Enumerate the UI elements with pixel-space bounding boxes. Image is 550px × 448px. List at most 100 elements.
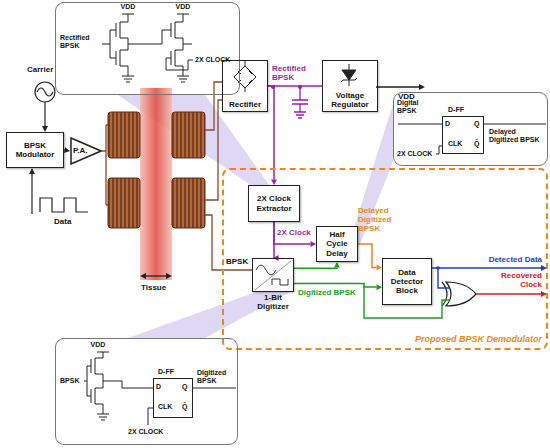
carrier-source: [37, 88, 53, 96]
block-label: BPSK Modulator: [9, 141, 61, 159]
connector: [268, 86, 277, 185]
arrow-head: [29, 168, 35, 174]
rectifier-box: Rectifier: [222, 60, 268, 112]
coil-wire: [205, 82, 252, 270]
connector: [268, 86, 322, 87]
connector-line: [268, 85, 322, 87]
connector: [273, 222, 279, 261]
tissue-arrow: [144, 275, 168, 276]
connector-line: [294, 267, 337, 269]
annotation-label: Carrier: [27, 65, 53, 74]
inset-text: Proposed BPSK Demodulator: [380, 334, 542, 344]
connector-line: [294, 284, 377, 288]
annotation-label: VDD: [398, 92, 415, 101]
transistor-schematic: [95, 352, 109, 420]
carrier-source: [40, 198, 88, 212]
inset-panel: Digital BPSK Delayed Digitized BPSK 2X CLO…: [393, 92, 548, 166]
process-box: BPSK Modulator: [6, 132, 64, 168]
coil-plate: [172, 178, 205, 228]
arrow-head: [64, 147, 70, 153]
inset-text: CLK: [448, 140, 462, 148]
transistor-schematic: [128, 23, 193, 70]
transistor-schematic: [120, 14, 134, 82]
inset-ground: [55, 2, 240, 95]
inset-text: Q̄: [182, 403, 187, 411]
block-label: Data Detector Block: [385, 268, 429, 296]
inset-text: VDD: [173, 3, 193, 11]
capacitor-symbol: [292, 87, 308, 118]
inset-text: 2X CLOCK: [128, 428, 168, 436]
bridge-symbol: [238, 60, 252, 92]
vdd-wire: [376, 86, 420, 88]
arrow-head: [29, 84, 425, 279]
amplifier-triangle: P.A.: [70, 137, 102, 165]
edge-label: Delayed Digitized BPSK: [358, 206, 406, 234]
transistor-schematic: [84, 359, 91, 403]
inset-text: Q: [182, 383, 187, 391]
connector: [358, 244, 382, 270]
connector-line: [358, 244, 377, 267]
tissue: [140, 88, 172, 280]
coil-wire: [102, 125, 108, 205]
inset-text: VDD: [118, 3, 138, 11]
inset-text: 2X CLOCK: [397, 150, 437, 158]
flip-flop-box: D-FFDCLKQQ̄: [442, 116, 484, 154]
inset-text: BPSK: [60, 377, 82, 385]
regulator-box: Voltage Regulator: [322, 60, 378, 112]
inset-text: Delayed Digitized BPSK: [489, 128, 545, 144]
carrier-source: [44, 102, 45, 127]
digitizer-box: 1-Bit Digitizer: [252, 258, 294, 292]
zener-symbol: [341, 64, 357, 86]
inset-panel: VDD BPSK Digitized BPSK 2X CLOCK D-FF D CLK Q Q̄: [55, 338, 238, 445]
process-box: Data Detector Block: [382, 258, 432, 305]
coil-plate: [172, 112, 205, 158]
annotation-label: BPSK: [226, 257, 248, 266]
process-box: 2X Clock Extractor: [248, 185, 300, 222]
vdd-wire: [376, 86, 420, 88]
inset-text: D: [445, 120, 450, 128]
process-box: Half Cycle Delay: [316, 226, 358, 262]
edge-label: Rectified BPSK: [272, 64, 318, 82]
amplifier-outline: [71, 138, 101, 164]
coil-plate: [108, 112, 205, 228]
zener-symbol: [341, 64, 357, 86]
digitizer-symbol: [255, 261, 291, 290]
inset-text: Rectified BPSK: [60, 34, 100, 50]
connector: [64, 147, 70, 153]
inset-text: D-FF: [158, 368, 188, 376]
bridge-symbol: [234, 66, 256, 88]
tissue: [140, 88, 172, 280]
edge-label: Digitized BPSK: [298, 288, 364, 297]
annotation-label: Tissue: [141, 283, 166, 292]
inset-ground: [55, 2, 548, 445]
digitizer-symbol: [272, 279, 288, 285]
output-arrow-head: [436, 265, 547, 297]
inset-text: 1-Bit Digitizer: [253, 293, 293, 311]
xor-gate: [442, 282, 447, 306]
coil-plate: [108, 112, 140, 158]
connector-line: [274, 222, 279, 258]
transistor-schematic: [84, 14, 546, 425]
carrier-source: [35, 82, 55, 102]
inset-text: CLK: [158, 403, 172, 411]
connector: [274, 222, 316, 247]
inset-text: Digital BPSK: [397, 99, 439, 115]
block-label: Rectifier: [229, 100, 261, 109]
inset-text: VDD: [88, 341, 108, 349]
output-arrow-head: [436, 266, 440, 270]
inset-text: Digitized BPSK: [197, 369, 237, 385]
annotation-label: Recovered Clock: [478, 271, 542, 289]
inset-text: Q: [474, 120, 479, 128]
block-label: Voltage Regulator: [325, 91, 375, 109]
block-label: 2X Clock Extractor: [251, 194, 297, 212]
edge-label: 2X Clock: [277, 228, 313, 237]
inset-text: D: [156, 383, 161, 391]
connector: [294, 262, 340, 268]
inset-text: Q̄: [474, 140, 479, 148]
coil-wire: [102, 82, 252, 270]
inset-panel: VDDVDDRectified BPSK2X CLOCK: [55, 2, 240, 95]
xor-gate: [446, 282, 476, 306]
transistor-schematic: [102, 23, 116, 65]
block-label: Half Cycle Delay: [319, 230, 355, 258]
